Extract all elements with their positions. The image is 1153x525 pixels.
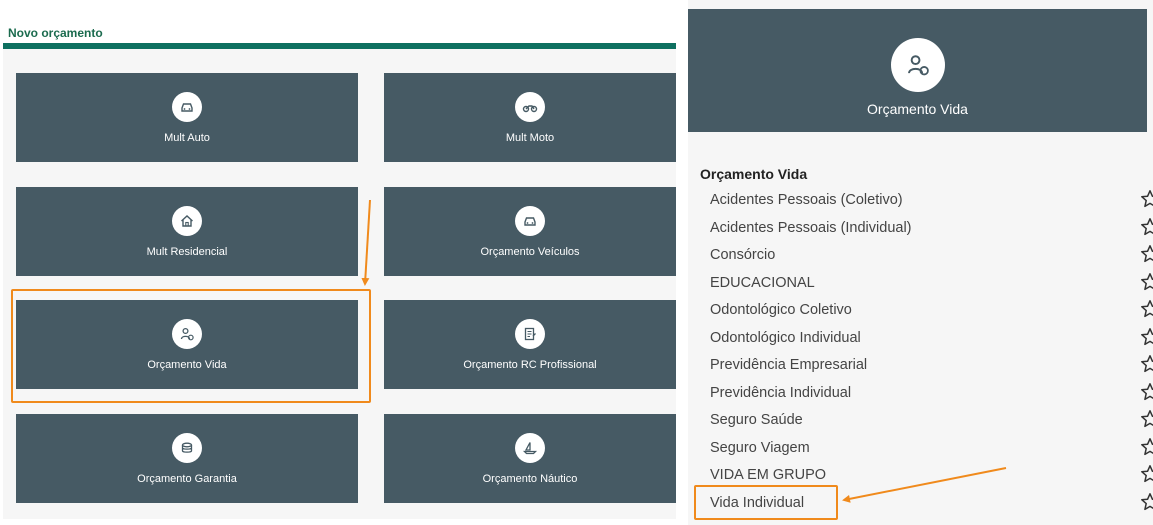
car-icon (172, 92, 202, 122)
product-item-vida-individual[interactable]: Vida Individual (710, 491, 1153, 515)
tile-mult-auto[interactable]: Mult Auto (16, 73, 358, 162)
tile-orcamento-rc-profissional[interactable]: Orçamento RC Profissional (384, 300, 676, 389)
star-icon[interactable] (1140, 382, 1153, 402)
panel-header: Novo orçamento (0, 0, 676, 44)
header-accent-bar (3, 43, 676, 49)
tile-label: Mult Moto (505, 132, 555, 144)
car-icon (515, 206, 545, 236)
product-item-label: Seguro Saúde (710, 412, 803, 428)
new-quote-panel: Novo orçamento Mult Auto Mult Moto M (0, 0, 676, 519)
tile-label: Orçamento RC Profissional (463, 359, 597, 371)
star-icon[interactable] (1140, 327, 1153, 347)
product-item-label: Odontológico Individual (710, 329, 861, 346)
star-icon[interactable] (1140, 409, 1153, 429)
tile-mult-residencial[interactable]: Mult Residencial (16, 187, 358, 276)
product-item[interactable]: EDUCACIONAL (710, 271, 1153, 295)
product-item-label: Odontológico Coletivo (710, 302, 852, 318)
product-item[interactable]: Previdência Empresarial (710, 353, 1153, 377)
product-item-label: Consórcio (710, 247, 776, 263)
page-title: Novo orçamento (8, 26, 103, 40)
sailboat-icon (515, 433, 545, 463)
vida-header-card: Orçamento Vida (688, 9, 1147, 132)
product-item-label: Acidentes Pessoais (Coletivo) (710, 192, 903, 208)
tile-mult-moto[interactable]: Mult Moto (384, 73, 676, 162)
tile-orcamento-nautico[interactable]: Orçamento Náutico (384, 414, 676, 503)
star-icon[interactable] (1140, 464, 1153, 484)
product-item-label: Seguro Viagem (710, 439, 810, 456)
product-item[interactable]: VIDA EM GRUPO (710, 463, 1153, 487)
tile-orcamento-veiculos[interactable]: Orçamento Veículos (384, 187, 676, 276)
tile-orcamento-garantia[interactable]: Orçamento Garantia (16, 414, 358, 503)
person-heart-icon (890, 38, 945, 92)
person-heart-icon (172, 319, 202, 349)
star-icon[interactable] (1140, 217, 1153, 237)
tile-label: Orçamento Garantia (137, 473, 237, 485)
star-icon[interactable] (1140, 492, 1153, 512)
product-item[interactable]: Odontológico Coletivo (710, 298, 1153, 322)
tile-label: Orçamento Veículos (480, 246, 580, 258)
star-icon[interactable] (1140, 299, 1153, 319)
coins-icon (172, 433, 202, 463)
vida-quote-panel: Orçamento Vida Orçamento Vida Acidentes … (688, 0, 1153, 525)
tile-label: Mult Auto (164, 132, 210, 144)
product-item-label: Previdência Empresarial (710, 357, 868, 373)
tile-label: Orçamento Vida (147, 359, 227, 371)
product-item[interactable]: Acidentes Pessoais (Individual) (710, 216, 1153, 240)
product-list-title: Orçamento Vida (700, 166, 808, 182)
product-item[interactable]: Previdência Individual (710, 381, 1153, 405)
product-item-label: VIDA EM GRUPO (710, 467, 827, 483)
tile-label: Orçamento Náutico (482, 473, 578, 485)
star-icon[interactable] (1140, 437, 1153, 457)
product-item[interactable]: Consórcio (710, 243, 1153, 267)
product-item[interactable]: Odontológico Individual (710, 326, 1153, 350)
star-icon[interactable] (1140, 189, 1153, 209)
product-item-label: Previdência Individual (710, 384, 852, 401)
product-item-label: Vida Individual (710, 495, 805, 511)
motorcycle-icon (515, 92, 545, 122)
product-item[interactable]: Acidentes Pessoais (Coletivo) (710, 188, 1153, 212)
product-item-label: EDUCACIONAL (710, 274, 815, 291)
product-item[interactable]: Seguro Saúde (710, 408, 1153, 432)
tiles-grid: Mult Auto Mult Moto Mult Residencial Orç… (3, 49, 676, 519)
star-icon[interactable] (1140, 354, 1153, 374)
house-icon (172, 206, 202, 236)
tile-orcamento-vida[interactable]: Orçamento Vida (16, 300, 358, 389)
star-icon[interactable] (1140, 272, 1153, 292)
document-icon (515, 319, 545, 349)
tile-label: Mult Residencial (146, 246, 228, 258)
product-item-label: Acidentes Pessoais (Individual) (710, 219, 912, 236)
vida-header-title: Orçamento Vida (867, 101, 968, 117)
product-item[interactable]: Seguro Viagem (710, 436, 1153, 460)
star-icon[interactable] (1140, 244, 1153, 264)
